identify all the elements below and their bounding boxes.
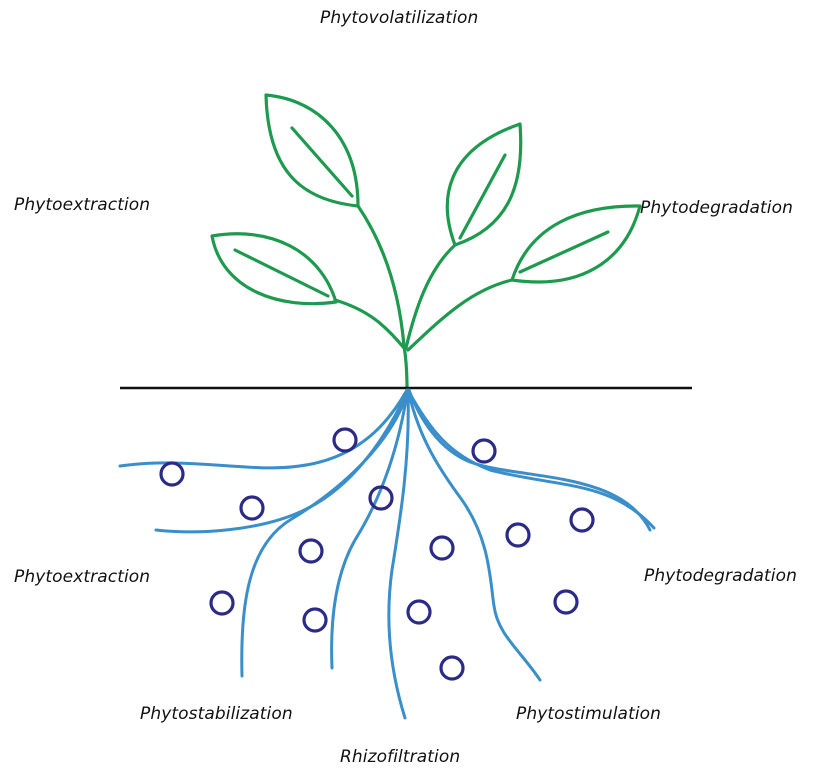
label-phytodegradation-lower: Phytodegradation bbox=[644, 566, 797, 586]
plant-shoot bbox=[212, 95, 640, 388]
leaf-lower-right-vein bbox=[520, 232, 608, 272]
particle bbox=[241, 497, 263, 519]
root-right-mid bbox=[409, 392, 654, 528]
main-stem bbox=[404, 346, 407, 388]
particle bbox=[473, 440, 495, 462]
particle bbox=[334, 429, 356, 451]
particle bbox=[161, 463, 183, 485]
label-phytodegradation-upper: Phytodegradation bbox=[640, 198, 793, 218]
stem-right-upper bbox=[406, 245, 455, 348]
particle bbox=[507, 524, 529, 546]
particle bbox=[431, 537, 453, 559]
label-phytostimulation: Phytostimulation bbox=[516, 704, 661, 724]
label-phytoextraction-lower: Phytoextraction bbox=[14, 567, 150, 587]
stem-left-lower bbox=[335, 300, 404, 348]
particle bbox=[571, 509, 593, 531]
root-left-mid bbox=[156, 392, 407, 532]
root-system bbox=[120, 390, 654, 718]
label-phytoextraction-upper: Phytoextraction bbox=[14, 195, 150, 215]
root-center-right bbox=[409, 394, 540, 680]
particle bbox=[211, 592, 233, 614]
root-far-left bbox=[120, 390, 407, 468]
particle bbox=[555, 591, 577, 613]
leaf-top-right bbox=[447, 124, 520, 245]
particle bbox=[304, 609, 326, 631]
root-center bbox=[389, 394, 408, 718]
label-phytovolatilization: Phytovolatilization bbox=[320, 8, 478, 28]
root-right-upper bbox=[409, 390, 650, 530]
label-rhizofiltration: Rhizofiltration bbox=[340, 747, 460, 767]
particle bbox=[300, 540, 322, 562]
particle bbox=[408, 601, 430, 623]
leaf-top-right-vein bbox=[460, 155, 505, 238]
leaf-lower-right bbox=[512, 206, 640, 282]
label-phytostabilization: Phytostabilization bbox=[140, 704, 293, 724]
particle bbox=[441, 657, 463, 679]
